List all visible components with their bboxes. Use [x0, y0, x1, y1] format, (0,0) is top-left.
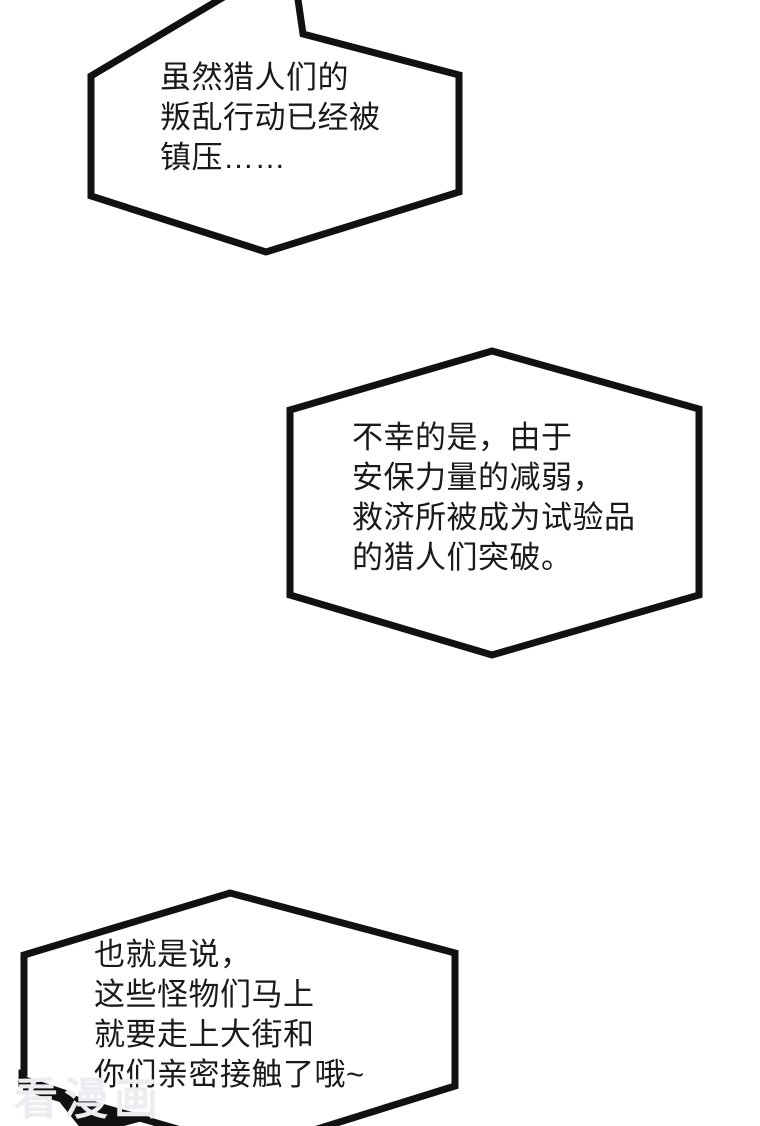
speech-bubble-3-text: 也就是说， 这些怪物们马上 就要走上大街和 你们亲密接触了哦~ [94, 937, 365, 1092]
speech-bubble-2-text: 不幸的是，由于 安保力量的减弱， 救济所被成为试验品 的猎人们突破。 [352, 420, 636, 575]
site-watermark: 看漫画 [14, 1075, 164, 1124]
speech-bubble-1-text: 虽然猎人们的 叛乱行动已经被 镇压…… [160, 60, 381, 175]
